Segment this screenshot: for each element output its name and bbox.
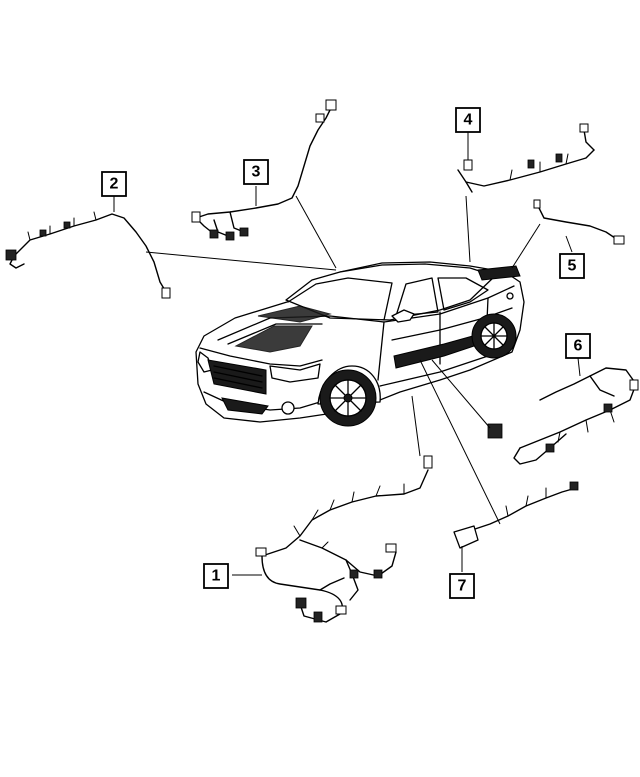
harness-4 bbox=[457, 123, 595, 193]
harness-1 bbox=[255, 455, 433, 623]
harness-7 bbox=[453, 481, 579, 549]
harness-2 bbox=[5, 211, 171, 299]
callout-1: 1 bbox=[203, 563, 229, 589]
callout-7: 7 bbox=[449, 573, 475, 599]
harness-5 bbox=[533, 199, 625, 245]
leader-lines bbox=[113, 132, 581, 576]
vehicle-illustration bbox=[195, 261, 525, 427]
callout-2-label: 2 bbox=[110, 176, 119, 193]
callout-4: 4 bbox=[455, 107, 481, 133]
harness-6 bbox=[487, 367, 639, 465]
callout-2: 2 bbox=[101, 171, 127, 197]
callout-3: 3 bbox=[243, 159, 269, 185]
callout-5-label: 5 bbox=[568, 258, 577, 275]
callout-6: 6 bbox=[565, 333, 591, 359]
callout-6-label: 6 bbox=[574, 338, 583, 355]
callout-7-label: 7 bbox=[458, 578, 467, 595]
callout-5: 5 bbox=[559, 253, 585, 279]
harness-3 bbox=[191, 99, 337, 241]
callout-3-label: 3 bbox=[252, 164, 261, 181]
callout-1-label: 1 bbox=[212, 568, 221, 585]
callout-4-label: 4 bbox=[464, 112, 473, 129]
